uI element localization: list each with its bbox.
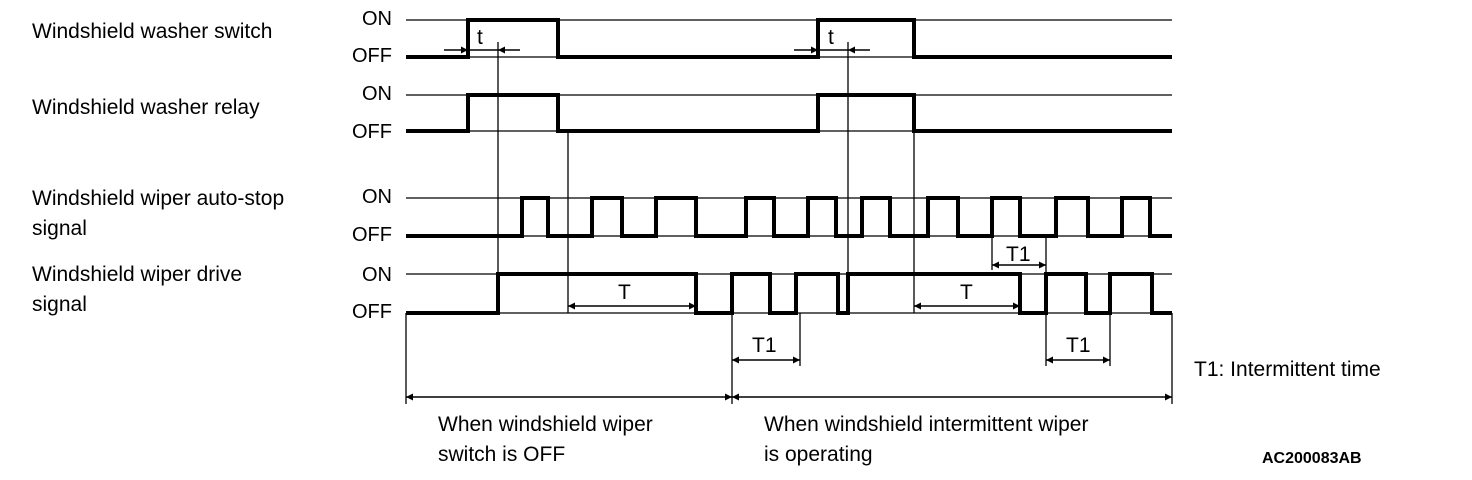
T-span-2-arrowhead-left xyxy=(914,302,921,310)
T1-span-lower-2-arrowhead-right xyxy=(1103,356,1110,364)
reference-rails xyxy=(406,19,1172,314)
state-off-washer-switch: OFF xyxy=(352,45,392,67)
T-span-2-arrowhead-right xyxy=(1013,302,1020,310)
state-on-drive: ON xyxy=(362,264,392,286)
state-off-washer-relay: OFF xyxy=(352,121,392,143)
T-label-1: T xyxy=(618,281,631,304)
waveform-washer-relay xyxy=(406,93,1172,133)
period-1-caption-line1: When windshield wiper xyxy=(438,413,653,436)
waveforms xyxy=(406,18,1172,315)
state-off-autostop: OFF xyxy=(352,224,392,246)
t-marker-1-arrowhead-right xyxy=(498,46,505,54)
T1-span-autostop-arrowhead-right xyxy=(1039,261,1046,269)
period-1-span-arrowhead-left xyxy=(406,393,413,401)
period-1-caption-line2: switch is OFF xyxy=(438,443,565,466)
T1-span-lower-1-arrowhead-left xyxy=(732,356,739,364)
signal-label-autostop-line1: Windshield wiper auto-stop xyxy=(32,187,284,210)
t-label-2: t xyxy=(828,26,834,49)
state-on-washer-switch: ON xyxy=(362,8,392,30)
state-off-drive: OFF xyxy=(352,301,392,323)
period-2-span-arrowhead-right xyxy=(1165,393,1172,401)
period-2-caption-line1: When windshield intermittent wiper xyxy=(764,413,1088,436)
T1-label-autostop: T1 xyxy=(1006,243,1031,266)
T1-span-lower-2-arrowhead-left xyxy=(1046,356,1053,364)
T-span-1-arrowhead-right xyxy=(689,302,696,310)
t-marker-2-arrowhead-left xyxy=(811,46,818,54)
waveform-washer-switch xyxy=(406,18,1172,59)
period-1-span-arrowhead-right xyxy=(725,393,732,401)
T1-label-lower-1: T1 xyxy=(752,334,777,357)
period-2-caption-line2: is operating xyxy=(764,443,873,466)
legend-note: T1: Intermittent time xyxy=(1194,358,1381,381)
period-2-span-arrowhead-left xyxy=(732,393,739,401)
waveform-drive xyxy=(406,272,1172,315)
t-label-1: t xyxy=(477,26,483,49)
signal-label-autostop-line2: signal xyxy=(32,217,87,240)
signal-label-washer-relay: Windshield washer relay xyxy=(32,96,260,119)
T1-label-lower-2: T1 xyxy=(1066,334,1091,357)
figure-code: AC200083AB xyxy=(1262,450,1362,467)
signal-label-washer-switch: Windshield washer switch xyxy=(32,20,272,43)
waveform-autostop xyxy=(406,196,1172,238)
T-span-1-arrowhead-left xyxy=(568,302,575,310)
T1-span-autostop-arrowhead-left xyxy=(992,261,999,269)
signal-label-drive-line2: signal xyxy=(32,293,87,316)
t-marker-2-arrowhead-right xyxy=(848,46,855,54)
state-on-washer-relay: ON xyxy=(362,83,392,105)
T-label-2: T xyxy=(960,281,973,304)
t-marker-1-arrowhead-left xyxy=(461,46,468,54)
T1-span-lower-1-arrowhead-right xyxy=(793,356,800,364)
state-on-autostop: ON xyxy=(362,186,392,208)
signal-label-drive-line1: Windshield wiper drive xyxy=(32,263,242,286)
timing-annotations xyxy=(405,42,1173,404)
